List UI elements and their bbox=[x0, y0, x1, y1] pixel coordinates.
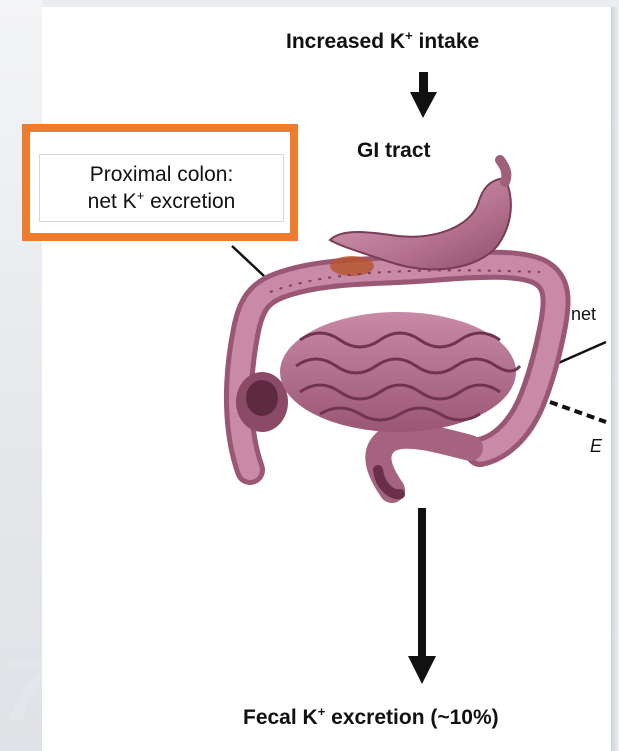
fecal-excretion-label: Fecal K+ excretion (~10%) bbox=[243, 706, 499, 730]
right-cut-label-2: E bbox=[590, 436, 602, 457]
small-intestine bbox=[280, 312, 520, 432]
proximal-colon-callout: Proximal colon: net K+ excretion bbox=[22, 124, 298, 241]
callout-line-1: Proximal colon: bbox=[48, 161, 275, 188]
right-dashed-line bbox=[550, 402, 606, 422]
callout-connector-line bbox=[232, 246, 264, 276]
callout-text: Proximal colon: net K+ excretion bbox=[39, 154, 284, 222]
intake-arrow bbox=[410, 72, 437, 118]
right-cut-label: net bbox=[571, 304, 596, 325]
fecal-excretion-arrow bbox=[408, 508, 436, 684]
callout-line-2: net K+ excretion bbox=[48, 188, 275, 215]
